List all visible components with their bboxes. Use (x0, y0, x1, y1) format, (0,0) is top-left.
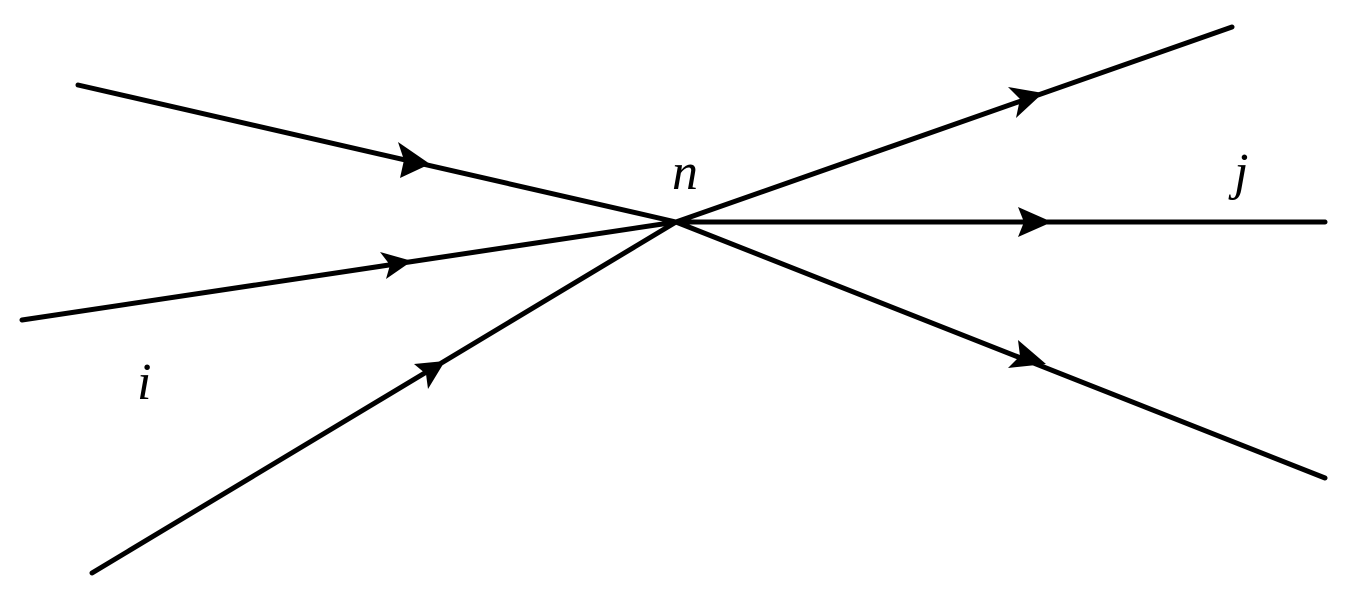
label-j: j (1228, 144, 1248, 201)
arrow-icon (398, 142, 430, 178)
label-i: i (137, 354, 151, 411)
incoming-edge-bottom (89, 219, 679, 576)
incoming-edge-middle (19, 219, 679, 323)
outgoing-edge-top (673, 24, 1235, 225)
arrow-icon (414, 361, 445, 389)
incoming-edge-top (75, 82, 679, 225)
arrow-icon (1008, 87, 1043, 118)
arrow-icon (1008, 340, 1046, 368)
outgoing-edge-middle (673, 207, 1328, 237)
label-n: n (672, 144, 698, 201)
outgoing-edge-bottom (673, 219, 1328, 481)
arrow-icon (1018, 207, 1052, 237)
arrow-icon (380, 252, 412, 279)
